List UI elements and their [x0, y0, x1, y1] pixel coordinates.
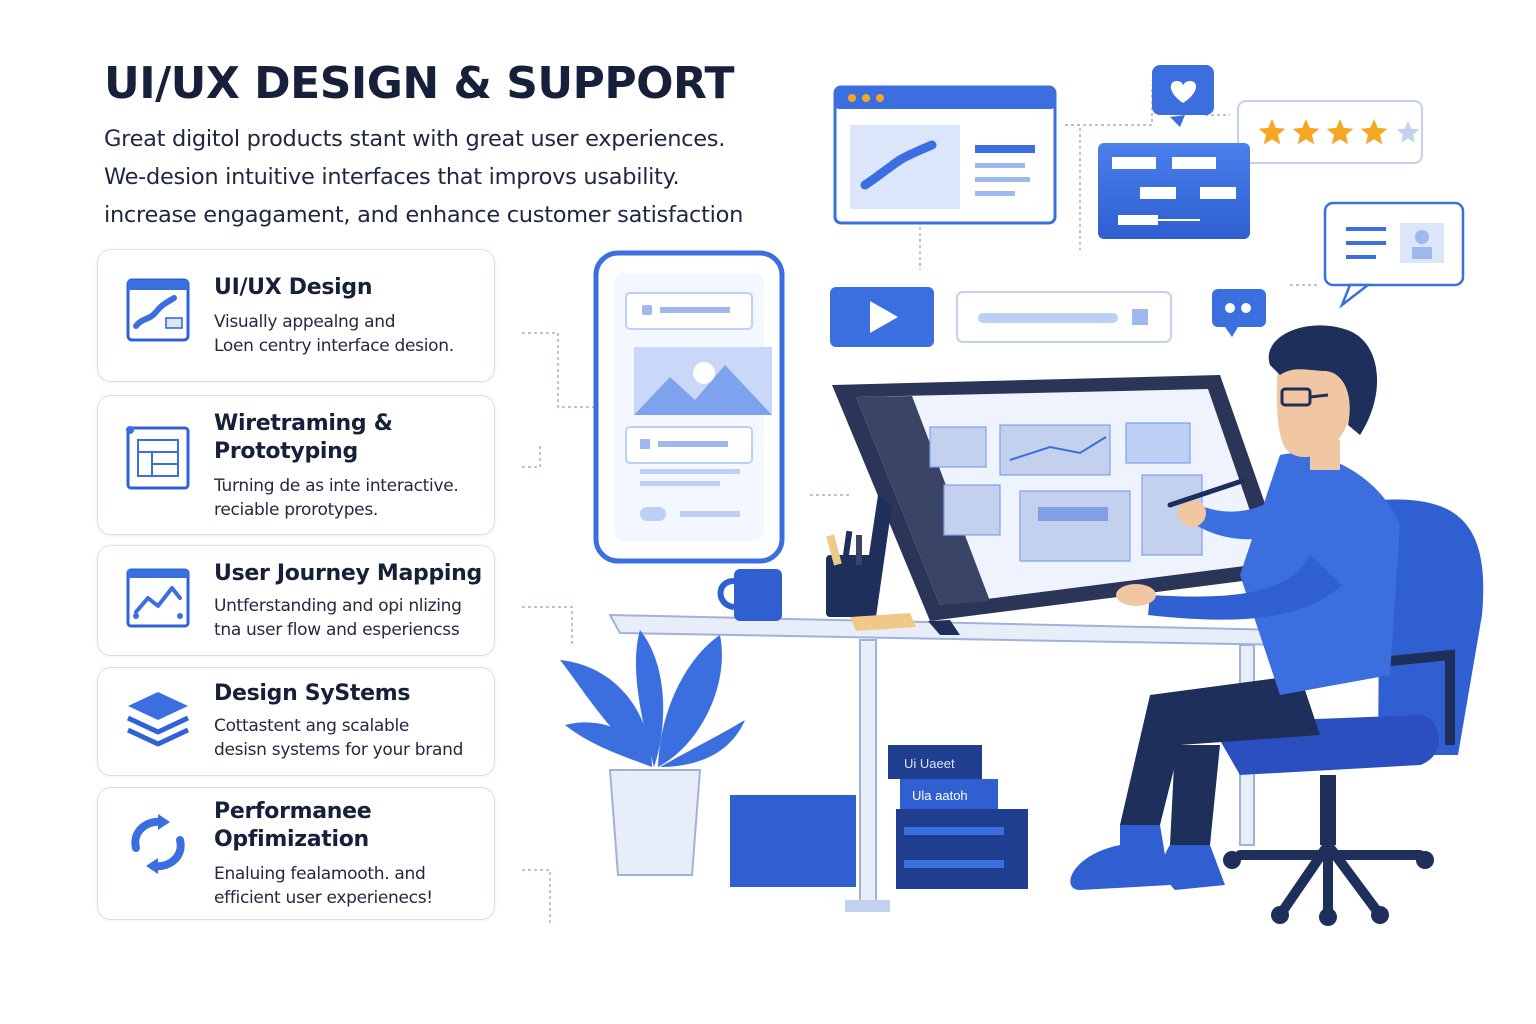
rating-star — [1258, 119, 1286, 145]
service-description: Cottastent ang scalable desisn systems f… — [214, 716, 464, 760]
intro-text: Great digitol products stant with great … — [104, 120, 764, 234]
service-card-ui-ux-design[interactable]: UI/UX Design Visually appealng and Loen … — [97, 249, 495, 382]
browser-window-card — [833, 85, 1057, 225]
service-card-wireframing-prototyping[interactable]: Wiretraming & Prototyping Turning de as … — [97, 395, 495, 535]
service-description: Untferstanding and opi nlizing tna user … — [214, 596, 462, 640]
service-title: Design SyStems — [214, 681, 411, 706]
book-label: Ula aatoh — [912, 788, 968, 803]
desk-accessories — [717, 530, 916, 631]
service-title: UI/UX Design — [214, 275, 373, 300]
service-description: Turning de as inte interactive. reciable… — [214, 476, 459, 520]
design-window-icon — [126, 278, 190, 342]
phone-mockup — [593, 250, 785, 564]
heart-bubble-icon — [1152, 65, 1214, 127]
rating-star-empty — [1396, 121, 1420, 143]
potted-plant — [560, 630, 745, 876]
flow-diagram-card — [1098, 143, 1250, 239]
intro-line: We-desion intuitive interfaces that impr… — [104, 164, 680, 190]
rating-star — [1292, 119, 1320, 145]
intro-line: Great digitol products stant with great … — [104, 126, 726, 152]
wireframe-icon — [126, 426, 190, 490]
designer-person — [1070, 325, 1400, 890]
service-description: Enaluing fealamooth. and efficient user … — [214, 864, 433, 908]
books-and-drawer: Ui Uaeet Ula aatoh — [730, 745, 1028, 889]
book-label: Ui Uaeet — [904, 756, 955, 771]
service-title: User Journey Mapping — [214, 561, 482, 586]
rating-star — [1326, 119, 1354, 145]
journey-chart-icon — [126, 568, 190, 628]
designer-illustration: Ui Uaeet Ula aatoh — [520, 65, 1484, 926]
service-title: Performanee Opfimization — [214, 799, 372, 852]
service-card-performance-optimization[interactable]: Performanee Opfimization Enaluing fealam… — [97, 787, 495, 920]
service-title: Wiretraming & Prototyping — [214, 411, 393, 464]
layers-icon — [126, 692, 190, 747]
profile-bubble-card — [1323, 201, 1465, 309]
search-bar-card — [956, 291, 1172, 343]
service-card-design-systems[interactable]: Design SyStems Cottastent ang scalable d… — [97, 667, 495, 776]
office-chair — [1210, 499, 1484, 926]
rating-star — [1360, 119, 1388, 145]
service-card-user-journey-mapping[interactable]: User Journey Mapping Untferstanding and … — [97, 545, 495, 656]
rating-card — [1237, 100, 1423, 164]
chat-bubble-icon — [1212, 289, 1266, 337]
intro-line: increase engagament, and enhance custome… — [104, 202, 744, 228]
page-title: UI/UX DESIGN & SUPPORT — [104, 58, 734, 109]
video-play-icon — [830, 287, 934, 347]
drawing-tablet — [832, 375, 1290, 635]
optimization-arrows-icon — [131, 814, 185, 874]
rating-stars-icon — [1258, 119, 1420, 145]
service-description: Visually appealng and Loen centry interf… — [214, 312, 454, 356]
